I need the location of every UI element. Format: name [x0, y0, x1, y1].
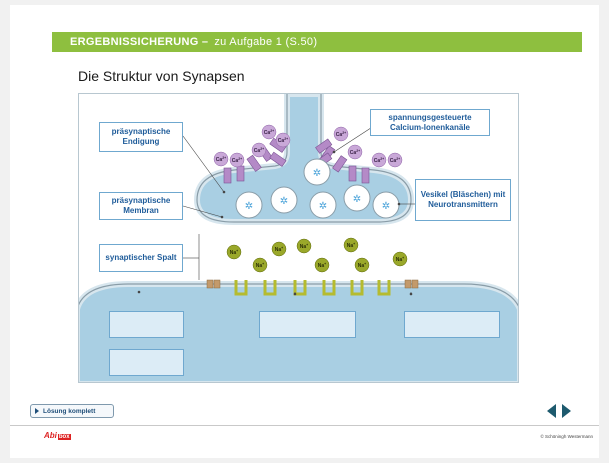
synapse-diagram: ✲ ✲ ✲ ✲ ✲ ✲ Ca2+ Ca2+ Ca2+ Ca2+ Ca2+ Ca2…	[78, 93, 519, 383]
na-ion: Na+	[226, 244, 242, 260]
footer-divider	[10, 425, 599, 426]
na-ion: Na+	[392, 251, 408, 267]
answer-box-4[interactable]	[404, 311, 500, 338]
enzyme	[411, 279, 419, 289]
enzyme	[404, 279, 412, 289]
label-synaptischer-spalt: synaptischer Spalt	[99, 244, 183, 272]
svg-text:✲: ✲	[319, 201, 327, 212]
svg-text:Na+: Na+	[256, 262, 264, 269]
vesicle: ✲	[309, 191, 337, 219]
svg-text:Ca2+: Ca2+	[254, 147, 264, 154]
svg-text:Ca2+: Ca2+	[264, 129, 274, 136]
copyright-text: © Schöningh Westermann	[540, 434, 593, 439]
receptor	[263, 280, 277, 296]
ca-ion: Ca2+	[261, 124, 277, 140]
svg-text:Na+: Na+	[230, 249, 238, 256]
answer-box-2[interactable]	[109, 349, 184, 376]
logo-box: box	[57, 434, 71, 440]
enzyme	[213, 279, 221, 289]
svg-text:Na+: Na+	[318, 262, 326, 269]
sodium-ions: Na+ Na+ Na+ Na+ Na+ Na+ Na+ Na+	[226, 237, 408, 273]
receptor	[234, 280, 248, 296]
banner-title: ERGEBNISSICHERUNG –	[70, 36, 209, 48]
ca-ion: Ca2+	[333, 126, 349, 142]
label-praesynaptische-endigung: präsynaptische Endigung	[99, 122, 183, 152]
svg-text:✲: ✲	[382, 201, 390, 212]
receptor	[293, 280, 307, 296]
ca-ion: Ca2+	[251, 142, 267, 158]
loesung-komplett-button[interactable]: Lösung komplett	[30, 404, 114, 418]
vesicle: ✲	[303, 158, 331, 186]
enzymes	[206, 279, 419, 289]
label-praesynaptische-membran: präsynaptische Membran	[99, 192, 183, 220]
svg-text:Na+: Na+	[358, 262, 366, 269]
na-ion: Na+	[314, 257, 330, 273]
svg-text:Ca2+: Ca2+	[374, 157, 384, 164]
receptor	[377, 280, 391, 296]
na-ion: Na+	[252, 257, 268, 273]
play-icon	[35, 408, 39, 414]
na-ion: Na+	[296, 238, 312, 254]
presynaptic-membrane-outline	[196, 94, 412, 223]
enzyme	[206, 279, 214, 289]
na-ion: Na+	[271, 241, 287, 257]
vesicle: ✲	[372, 191, 400, 219]
svg-text:Ca2+: Ca2+	[216, 156, 226, 163]
receptor	[322, 280, 336, 296]
pointer-lines	[137, 123, 415, 296]
ca-ion: Ca2+	[371, 152, 387, 168]
logo-text: Abi	[44, 431, 57, 440]
svg-text:Ca2+: Ca2+	[232, 157, 242, 164]
svg-text:✲: ✲	[313, 168, 321, 179]
svg-text:Ca2+: Ca2+	[390, 157, 400, 164]
header-banner: ERGEBNISSICHERUNG – zu Aufgabe 1 (S.50)	[52, 32, 582, 52]
page-title: Die Struktur von Synapsen	[78, 68, 245, 84]
svg-text:Ca2+: Ca2+	[278, 137, 288, 144]
vesicle: ✲	[270, 186, 298, 214]
previous-arrow-icon[interactable]	[545, 403, 557, 419]
ca-ion: Ca2+	[347, 144, 363, 160]
receptor	[350, 280, 364, 296]
svg-text:Na+: Na+	[347, 242, 355, 249]
ca-ion: Ca2+	[213, 151, 229, 167]
svg-text:Na+: Na+	[275, 246, 283, 253]
ca-ion: Ca2+	[229, 152, 245, 168]
svg-text:Na+: Na+	[396, 256, 404, 263]
receptors	[234, 280, 391, 296]
vesicle: ✲	[235, 191, 263, 219]
ca-ion: Ca2+	[275, 132, 291, 148]
na-ion: Na+	[343, 237, 359, 253]
label-vesikel: Vesikel (Bläschen) mit Neurotransmittern	[415, 179, 511, 221]
svg-text:✲: ✲	[245, 201, 253, 212]
vesicle: ✲	[343, 184, 371, 212]
ca-ion: Ca2+	[387, 152, 403, 168]
loesung-komplett-label: Lösung komplett	[43, 407, 96, 415]
answer-box-1[interactable]	[109, 311, 184, 338]
svg-text:Na+: Na+	[300, 243, 308, 250]
banner-subtitle: zu Aufgabe 1 (S.50)	[214, 36, 318, 48]
answer-box-3[interactable]	[259, 311, 356, 338]
calcium-ions: Ca2+ Ca2+ Ca2+ Ca2+ Ca2+ Ca2+ Ca2+ Ca2+ …	[213, 124, 403, 168]
next-arrow-icon[interactable]	[561, 403, 573, 419]
svg-text:Ca2+: Ca2+	[336, 131, 346, 138]
svg-text:✲: ✲	[353, 194, 361, 205]
label-calcium-ionenkanaele: spannungsgesteuerte Calcium-Ionenkanäle	[370, 109, 490, 136]
svg-text:✲: ✲	[280, 196, 288, 207]
vesicles: ✲ ✲ ✲ ✲ ✲ ✲	[235, 158, 400, 219]
na-ion: Na+	[354, 257, 370, 273]
svg-text:Ca2+: Ca2+	[350, 149, 360, 156]
